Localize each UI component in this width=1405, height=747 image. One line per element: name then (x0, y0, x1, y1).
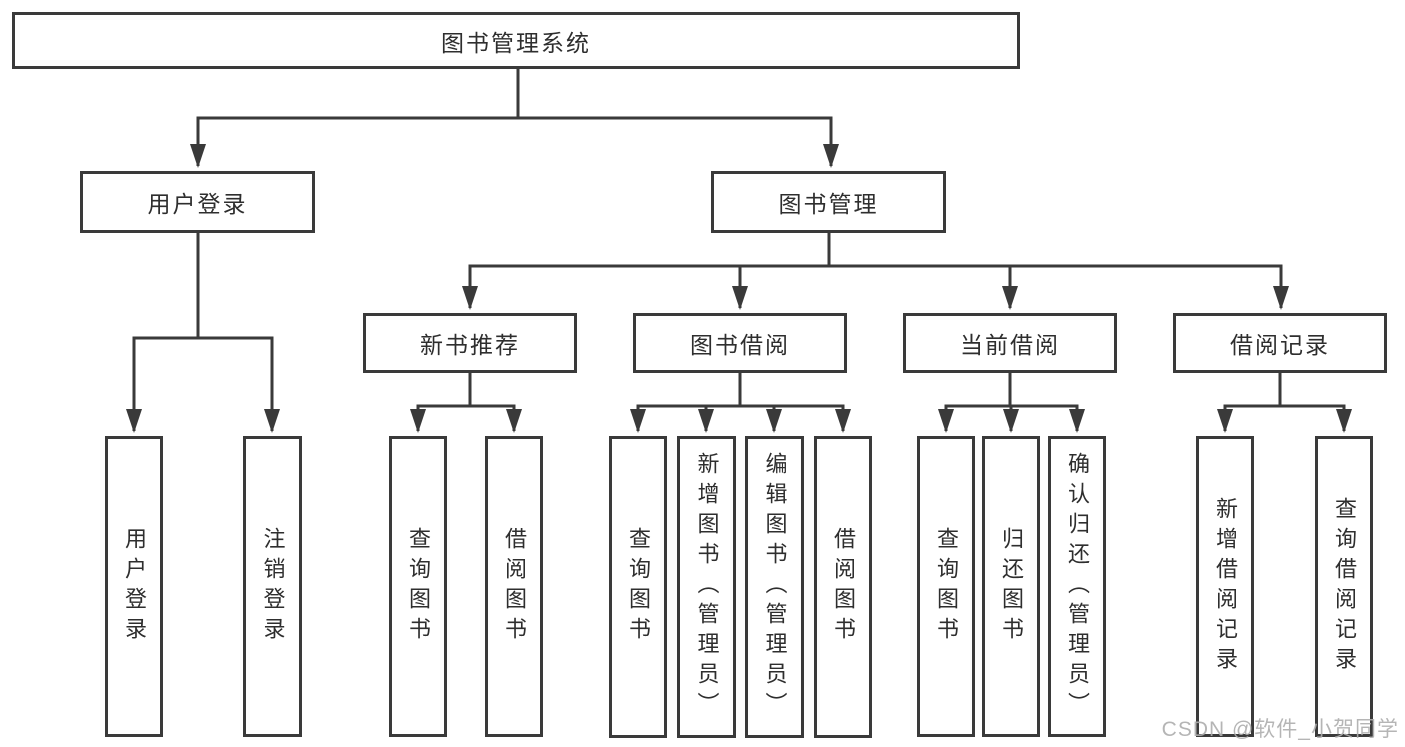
leaf-bb-query-book-label: 查询图书 (626, 527, 651, 647)
leaf-bb-edit-book-admin: 编辑图书（管理员） (745, 436, 804, 738)
leaf-cb-confirm-return-admin-label: 确认归还（管理员） (1065, 451, 1090, 722)
node-book-borrow: 图书借阅 (633, 313, 847, 373)
node-user-login: 用户登录 (80, 171, 315, 233)
watermark: CSDN @软件_小贺同学 (1161, 718, 1399, 741)
leaf-br-query-record-label: 查询借阅记录 (1332, 496, 1357, 677)
leaf-logout: 注销登录 (243, 436, 302, 737)
node-borrow-records-label: 借阅记录 (1230, 332, 1330, 358)
leaf-nb-borrow-book: 借阅图书 (485, 436, 543, 737)
leaf-bb-borrow-book: 借阅图书 (814, 436, 872, 738)
leaf-cb-confirm-return-admin: 确认归还（管理员） (1048, 436, 1106, 737)
leaf-br-add-record: 新增借阅记录 (1196, 436, 1254, 737)
node-new-book-recommend: 新书推荐 (363, 313, 577, 373)
leaf-cb-return-book: 归还图书 (982, 436, 1040, 737)
node-root: 图书管理系统 (12, 12, 1020, 69)
leaf-bb-edit-book-admin-label: 编辑图书（管理员） (762, 452, 788, 722)
leaf-user-login-label: 用户登录 (122, 526, 147, 647)
node-borrow-records: 借阅记录 (1173, 313, 1387, 373)
leaf-bb-borrow-book-label: 借阅图书 (831, 527, 856, 647)
node-book-management: 图书管理 (711, 171, 946, 233)
leaf-logout-label: 注销登录 (260, 526, 286, 647)
node-current-borrow: 当前借阅 (903, 313, 1117, 373)
leaf-cb-query-book-label: 查询图书 (934, 526, 959, 647)
leaf-nb-query-book-label: 查询图书 (406, 526, 431, 647)
leaf-bb-query-book: 查询图书 (609, 436, 667, 738)
leaf-br-add-record-label: 新增借阅记录 (1213, 496, 1238, 677)
leaf-bb-add-book-admin-label: 新增图书（管理员） (694, 452, 720, 722)
leaf-cb-query-book: 查询图书 (917, 436, 975, 737)
leaf-nb-query-book: 查询图书 (389, 436, 447, 737)
node-book-borrow-label: 图书借阅 (690, 332, 790, 358)
leaf-user-login: 用户登录 (105, 436, 163, 737)
leaf-cb-return-book-label: 归还图书 (999, 526, 1024, 647)
node-new-book-recommend-label: 新书推荐 (420, 332, 520, 358)
leaf-bb-add-book-admin: 新增图书（管理员） (677, 436, 736, 738)
node-book-management-label: 图书管理 (778, 191, 879, 217)
node-root-label: 图书管理系统 (441, 29, 591, 56)
leaf-nb-borrow-book-label: 借阅图书 (502, 526, 527, 647)
leaf-br-query-record: 查询借阅记录 (1315, 436, 1373, 737)
node-current-borrow-label: 当前借阅 (960, 332, 1060, 358)
node-user-login-label: 用户登录 (147, 191, 248, 217)
